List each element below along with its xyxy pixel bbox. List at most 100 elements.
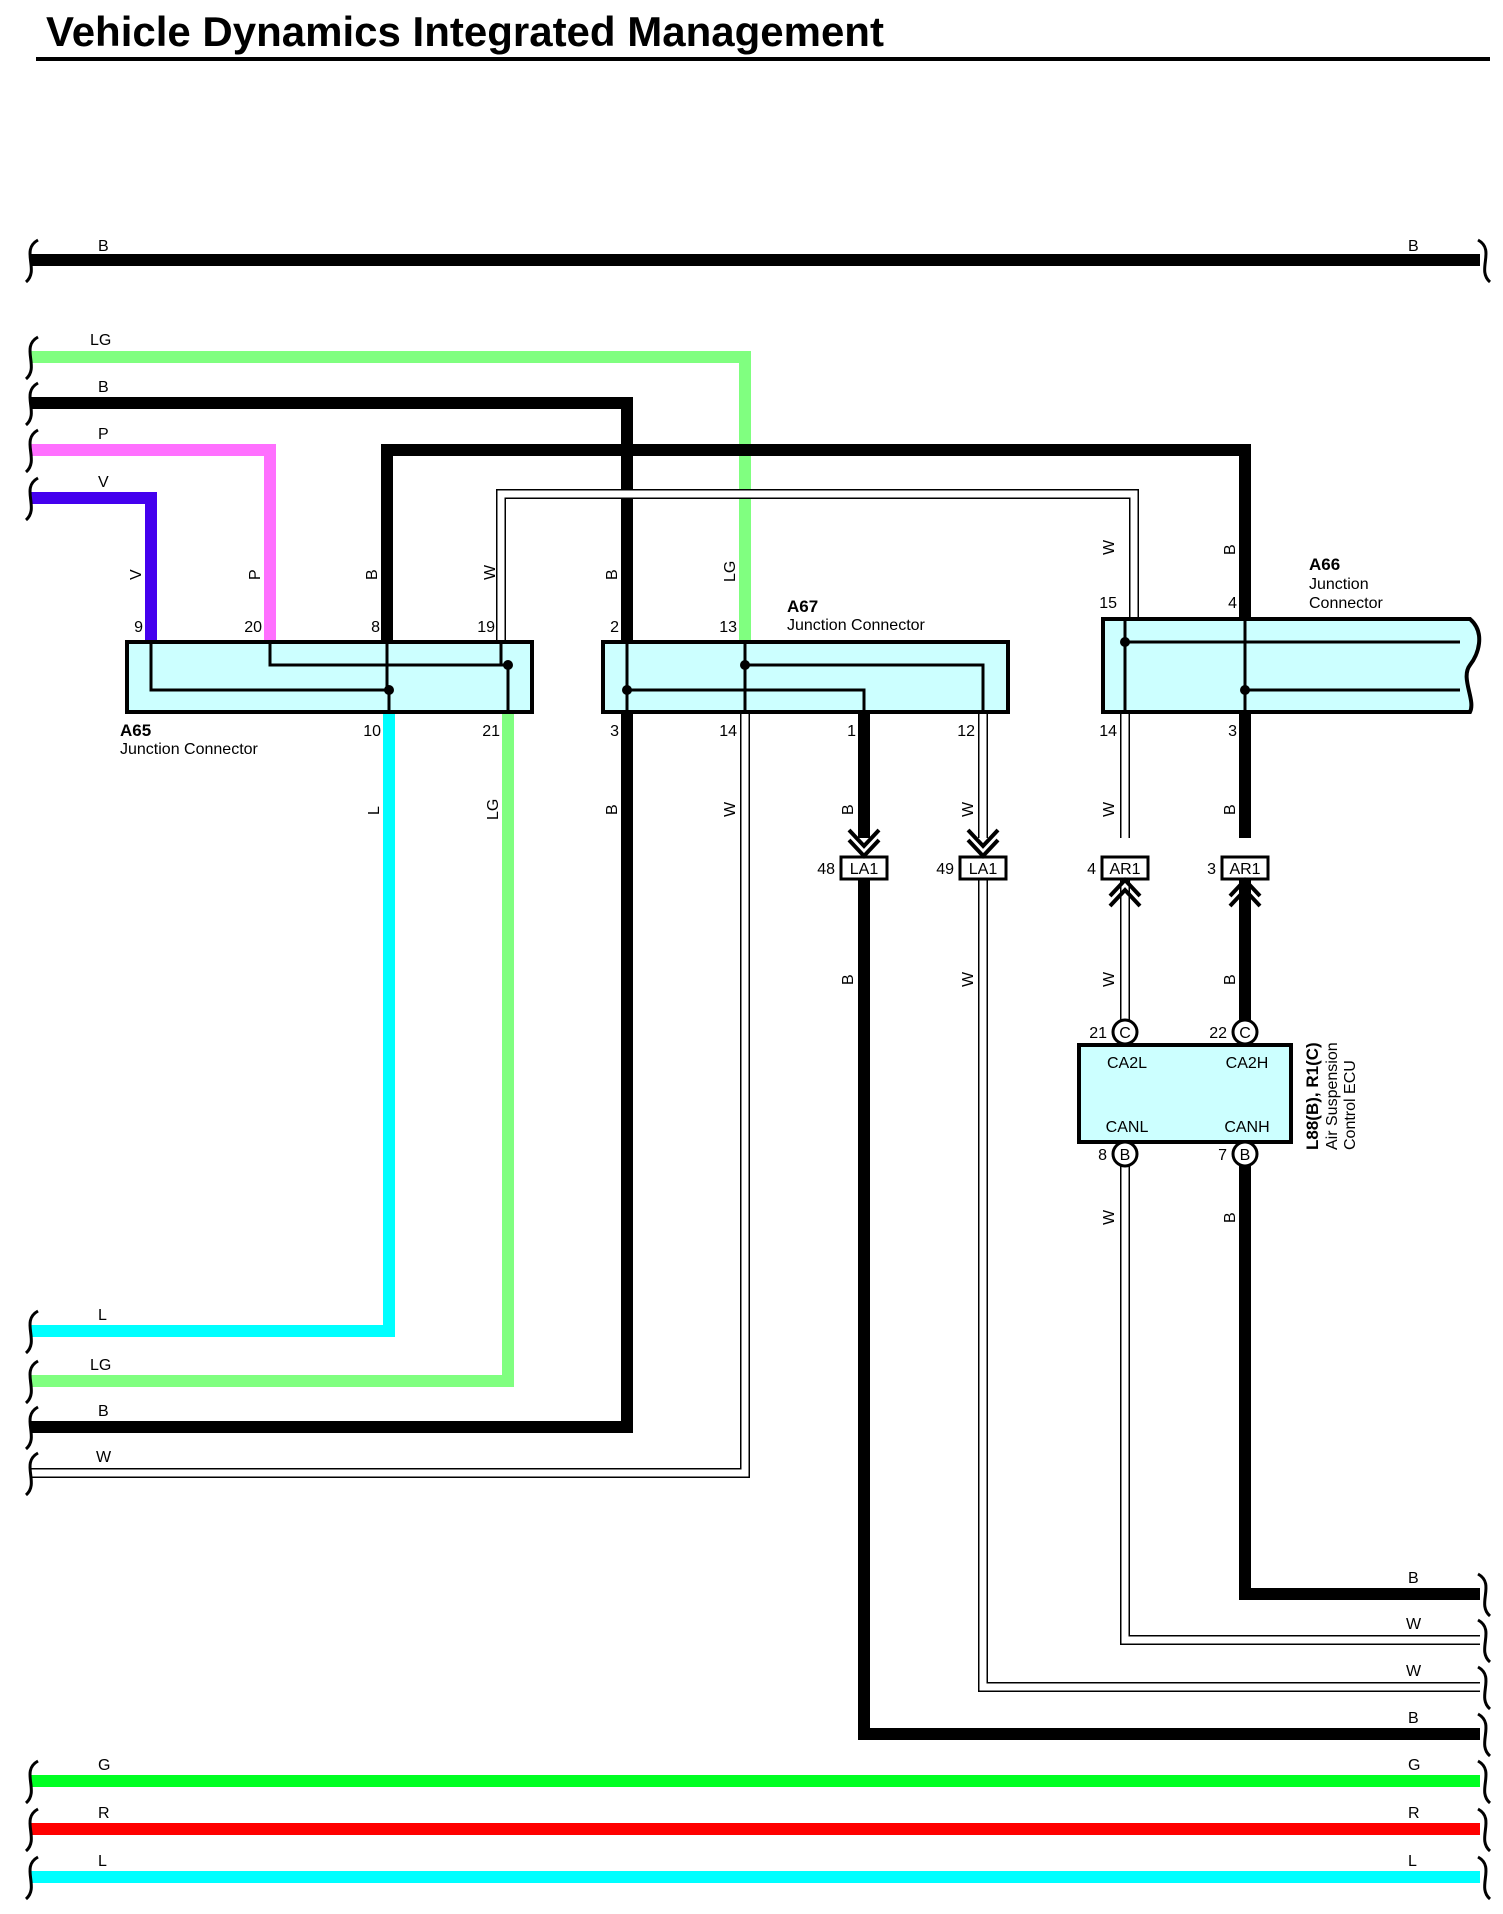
pin-number: 8 <box>1098 1147 1107 1164</box>
wire-label: G <box>98 1757 110 1774</box>
wire-label: L <box>98 1307 107 1324</box>
pin-letter: B <box>1240 1147 1251 1164</box>
pin-letter: B <box>1120 1147 1131 1164</box>
pin-number: 4 <box>1228 595 1237 612</box>
wire-label: LG <box>90 332 111 349</box>
break-left-p <box>24 428 39 474</box>
wire-label: B <box>840 804 857 815</box>
wire-label: R <box>1408 1805 1420 1822</box>
page-title: Vehicle Dynamics Integrated Management <box>46 8 884 55</box>
wire-label: B <box>840 974 857 985</box>
wire-w-ecu-right-outer <box>1120 1164 1480 1645</box>
wire-label: B <box>1222 804 1239 815</box>
terminal-name: CANL <box>1106 1119 1149 1136</box>
wire-lg-to-a67 <box>30 351 751 640</box>
pin-number: 1 <box>847 723 856 740</box>
air-suspension-ecu <box>1077 1018 1293 1168</box>
wire-label: W <box>1101 971 1118 987</box>
connector-description: Connector <box>1309 595 1383 612</box>
inline-connector-name: LA1 <box>850 861 879 878</box>
wire-b-through-a67 <box>30 397 633 1433</box>
pin-number: 3 <box>610 723 619 740</box>
wire-b-ecu-right <box>1239 1164 1480 1600</box>
pin-number: 14 <box>719 723 737 740</box>
ecu-name: Air Suspension <box>1324 1042 1341 1150</box>
wire-w-a65-a66-inner <box>497 490 1138 640</box>
break-left-b2 <box>24 1405 39 1451</box>
wire-label: B <box>1408 1570 1419 1587</box>
inline-connector-name: AR1 <box>1109 861 1140 878</box>
wire-label: L <box>366 806 383 815</box>
wire-label: LG <box>722 561 739 582</box>
ecu-id: L88(B), R1(C) <box>1303 1042 1322 1150</box>
inline-connector-la1-49 <box>958 828 1008 881</box>
wire-label: B <box>1222 1212 1239 1223</box>
inline-connector-la1-48 <box>839 828 889 881</box>
wire-label: G <box>1408 1757 1420 1774</box>
wire-label: B <box>604 569 621 580</box>
break-left-lg <box>24 335 39 381</box>
wire-w-la1-right-inner <box>979 880 1480 1691</box>
wire-label: B <box>98 238 109 255</box>
terminal-name: CA2L <box>1107 1055 1147 1072</box>
inline-connector-ar1-3 <box>1220 855 1270 908</box>
break-left-w <box>24 1451 39 1497</box>
wire-label: V <box>98 474 109 491</box>
inline-connector-name: AR1 <box>1229 861 1260 878</box>
pin-number: 4 <box>1087 861 1096 878</box>
pin-number: 19 <box>477 619 495 636</box>
break-right-l <box>1477 1855 1492 1901</box>
connector-description: Junction <box>1309 576 1369 593</box>
wire-label: B <box>1408 1710 1419 1727</box>
pin-number: 12 <box>957 723 975 740</box>
break-right-r <box>1477 1807 1492 1853</box>
pin-number: 7 <box>1218 1147 1227 1164</box>
break-left-l <box>24 1309 39 1355</box>
break-right-top-b <box>1477 238 1492 284</box>
a65-junction-connector <box>125 640 534 714</box>
inline-connector-name: LA1 <box>969 861 998 878</box>
break-right-g <box>1477 1759 1492 1805</box>
wire-label: B <box>364 569 381 580</box>
wire-label: W <box>960 971 977 987</box>
break-right-b2 <box>1477 1712 1492 1758</box>
break-left-top-b <box>24 238 39 284</box>
break-right-w1 <box>1477 1618 1492 1664</box>
wire-label: W <box>960 801 977 817</box>
break-left-lg2 <box>24 1359 39 1405</box>
pin-number: 48 <box>817 861 835 878</box>
pin-number: 3 <box>1207 861 1216 878</box>
wire-label: W <box>96 1449 112 1466</box>
wire-label: W <box>1406 1616 1422 1633</box>
break-left-v <box>24 476 39 522</box>
terminal-name: CA2H <box>1226 1055 1269 1072</box>
wire-label: V <box>128 569 145 580</box>
wire-label: B <box>1222 544 1239 555</box>
a67-junction-connector <box>601 640 1010 714</box>
connector-description: Junction Connector <box>120 741 259 758</box>
wire-b-la1-right <box>858 880 1480 1740</box>
pin-letter: C <box>1239 1025 1251 1042</box>
pin-number: 21 <box>1089 1025 1107 1042</box>
break-left-b <box>24 381 39 427</box>
wire-b-a65-a66 <box>381 444 1251 640</box>
wire-label: LG <box>90 1357 111 1374</box>
wire-label: P <box>247 569 264 580</box>
pin-number: 13 <box>719 619 737 636</box>
wire-label: P <box>98 426 109 443</box>
pin-number: 15 <box>1099 595 1117 612</box>
wire-label: B <box>604 804 621 815</box>
a66-junction-connector <box>1101 617 1482 714</box>
wire-label: B <box>1222 974 1239 985</box>
terminal-name: CANH <box>1224 1119 1269 1136</box>
wire-label: B <box>98 1403 109 1420</box>
title-underline <box>36 57 1490 61</box>
wire-v-to-a65 <box>30 492 157 640</box>
wire-p-to-a65 <box>30 444 276 640</box>
wire-label: R <box>98 1805 110 1822</box>
wire-label: LG <box>485 799 502 820</box>
pin-number: 22 <box>1209 1025 1227 1042</box>
inline-connector-ar1-4 <box>1100 855 1150 908</box>
pin-number: 49 <box>936 861 954 878</box>
